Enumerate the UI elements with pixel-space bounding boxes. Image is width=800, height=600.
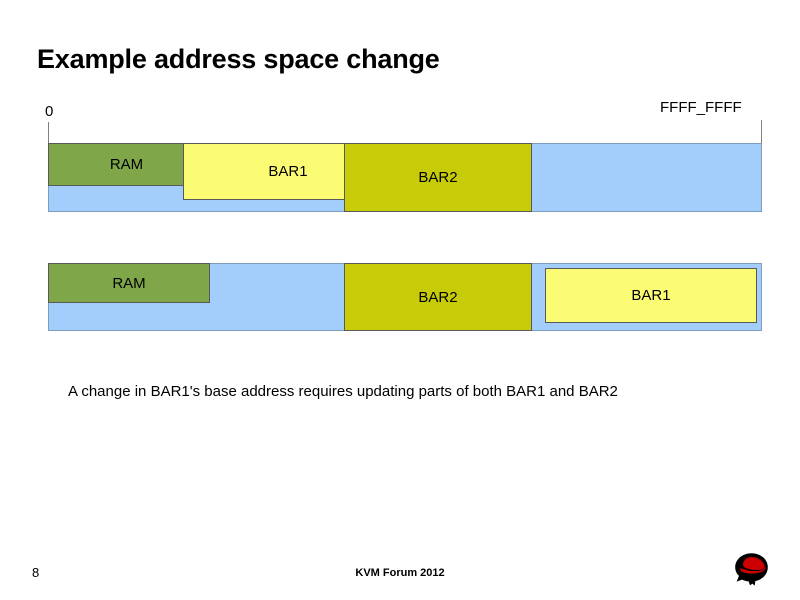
memory-region-label: BAR2 [418, 169, 458, 186]
memory-region-ram: RAM [48, 143, 205, 186]
memory-region-ram: RAM [48, 263, 210, 303]
address-end-label: FFFF_FFFF [660, 99, 742, 116]
footer-page-number: 8 [32, 565, 40, 580]
address-start-tick [48, 122, 49, 144]
page-title: Example address space change [37, 44, 440, 74]
address-start-label: 0 [45, 103, 54, 120]
memory-region-bar1: BAR1 [545, 268, 757, 323]
footer-event-name: KVM Forum 2012 [355, 567, 445, 579]
diagram-caption: A change in BAR1's base address requires… [68, 383, 618, 400]
address-end-tick [761, 120, 762, 144]
memory-region-bar2: BAR2 [344, 263, 532, 331]
memory-region-bar2: BAR2 [344, 143, 532, 212]
memory-region-label: BAR2 [418, 288, 458, 306]
memory-region-label: RAM [112, 274, 146, 292]
memory-region-label: RAM [109, 156, 144, 173]
memory-region-label: BAR1 [268, 163, 308, 180]
red-hat-shadowman-logo [730, 550, 774, 590]
memory-region-label: BAR1 [631, 287, 671, 304]
